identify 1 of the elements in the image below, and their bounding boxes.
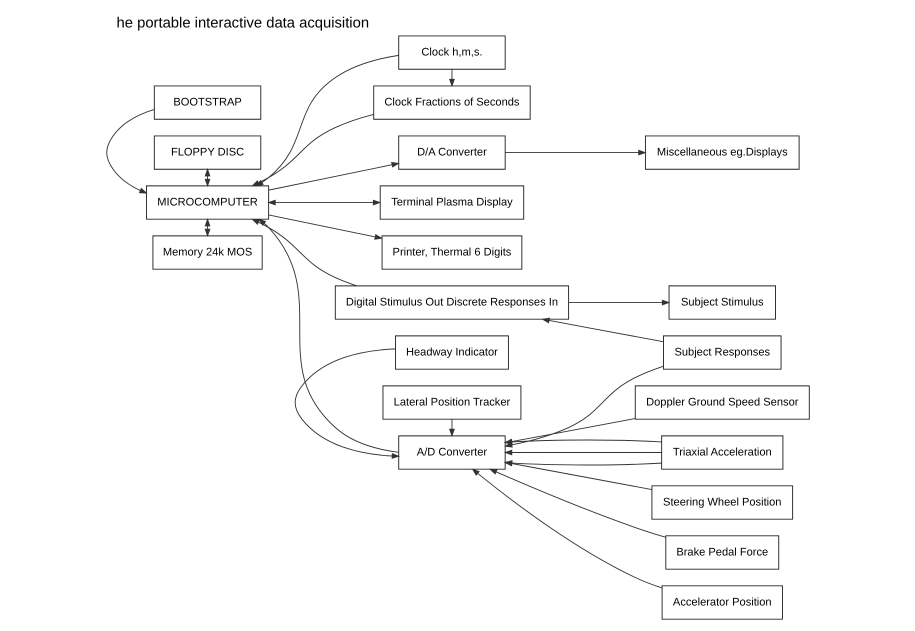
diagram-title: he portable interactive data acquisition — [116, 15, 369, 32]
